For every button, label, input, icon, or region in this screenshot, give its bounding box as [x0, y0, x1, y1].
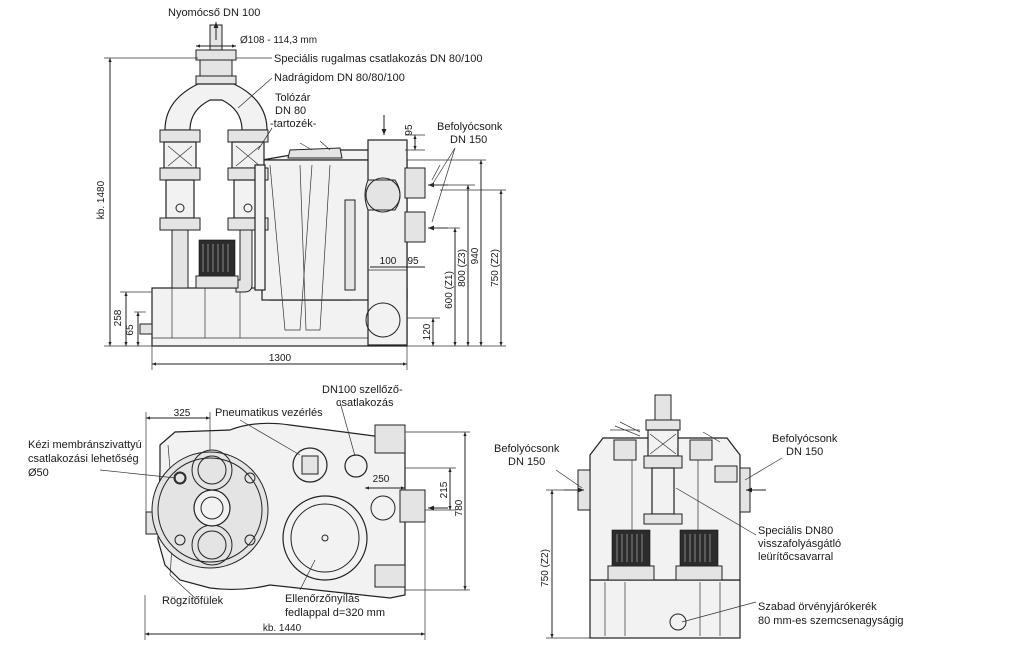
- front-dim-750: 750 (Z2): [540, 549, 551, 587]
- top-label-vent-2: csatlakozás: [336, 397, 394, 409]
- side-label-valve-1: Tolózár: [275, 92, 311, 104]
- side-label-inlet-1: Befolyócsonk: [437, 121, 503, 133]
- top-label-pneumatic: Pneumatikus vezérlés: [215, 407, 323, 419]
- front-view: 750 (Z2) Befolyócsonk DN 150 Befolyócson…: [494, 394, 904, 639]
- side-dim-940: 940: [470, 247, 481, 264]
- side-dim-600: 600 (Z1): [444, 271, 455, 309]
- front-label-check-3: leürítőcsavarral: [758, 551, 833, 563]
- top-inspection-cover: [282, 495, 368, 581]
- top-dim-250: 250: [373, 474, 390, 485]
- top-label-inspection-2: fedlappal d=320 mm: [285, 607, 385, 619]
- front-label-inlet-right-1: Befolyócsonk: [772, 433, 838, 445]
- side-label-valve-3: -tartozék-: [270, 118, 317, 130]
- front-base: [589, 579, 741, 639]
- side-dim-width: 1300: [269, 353, 292, 364]
- front-label-check-2: visszafolyásgátló: [758, 538, 841, 550]
- front-label-inlet-left-1: Befolyócsonk: [494, 443, 560, 455]
- front-label-impeller-2: 80 mm-es szemcsenagyságig: [758, 615, 904, 627]
- top-dim-325: 325: [174, 408, 191, 419]
- top-vent: [344, 454, 368, 478]
- side-dim-diameter: Ø108 - 114,3 mm: [240, 35, 317, 46]
- side-dim-height: kb. 1480: [96, 180, 107, 219]
- top-label-inspection-1: Ellenőrzőnyílás: [285, 593, 360, 605]
- side-dim-95-top: 95: [404, 124, 415, 136]
- side-dim-750: 750 (Z2): [490, 249, 501, 287]
- side-dim-120: 120: [422, 323, 433, 340]
- side-discharge: [159, 24, 269, 293]
- side-label-valve-2: DN 80: [275, 105, 306, 117]
- top-label-pump-1: Kézi membránszivattyú: [28, 439, 142, 451]
- side-inlet-tower: [367, 139, 408, 346]
- side-dim-800: 800 (Z3): [457, 249, 468, 287]
- front-label-inlet-right-2: DN 150: [786, 446, 823, 458]
- top-label-vent-1: DN100 szellőző-: [322, 384, 403, 396]
- top-dim-215: 215: [439, 481, 450, 498]
- top-view: 325 kb. 1440 250 215 780 DN100 szellőző-…: [28, 384, 470, 640]
- side-dim-95-mid: 95: [407, 256, 419, 267]
- top-label-pump-3: Ø50: [28, 467, 49, 479]
- front-motor-left: [611, 529, 651, 567]
- side-label-outlet: Nyomócső DN 100: [168, 7, 260, 19]
- top-label-fixing: Rögzítőfülek: [162, 595, 224, 607]
- front-motor-right: [679, 529, 719, 567]
- front-label-impeller-1: Szabad örvényjárókerék: [758, 601, 877, 613]
- front-label-inlet-left-2: DN 150: [508, 456, 545, 468]
- top-dim-780: 780: [454, 499, 465, 516]
- side-label-trousers: Nadrágidom DN 80/80/100: [274, 72, 405, 84]
- side-view: kb. 1480 258 65 1300 Ø108 - 114,3 mm 95 …: [96, 7, 506, 370]
- top-label-pump-2: csatlakozási lehetőség: [28, 453, 139, 465]
- side-dim-65: 65: [125, 324, 136, 336]
- side-label-inlet-2: DN 150: [450, 134, 487, 146]
- top-dim-width: kb. 1440: [263, 623, 302, 634]
- side-dim-258: 258: [113, 309, 124, 326]
- front-label-check-1: Speciális DN80: [758, 525, 833, 537]
- side-label-coupling: Speciális rugalmas csatlakozás DN 80/100: [274, 53, 483, 65]
- side-dim-100: 100: [380, 256, 397, 267]
- side-motor: [198, 239, 236, 277]
